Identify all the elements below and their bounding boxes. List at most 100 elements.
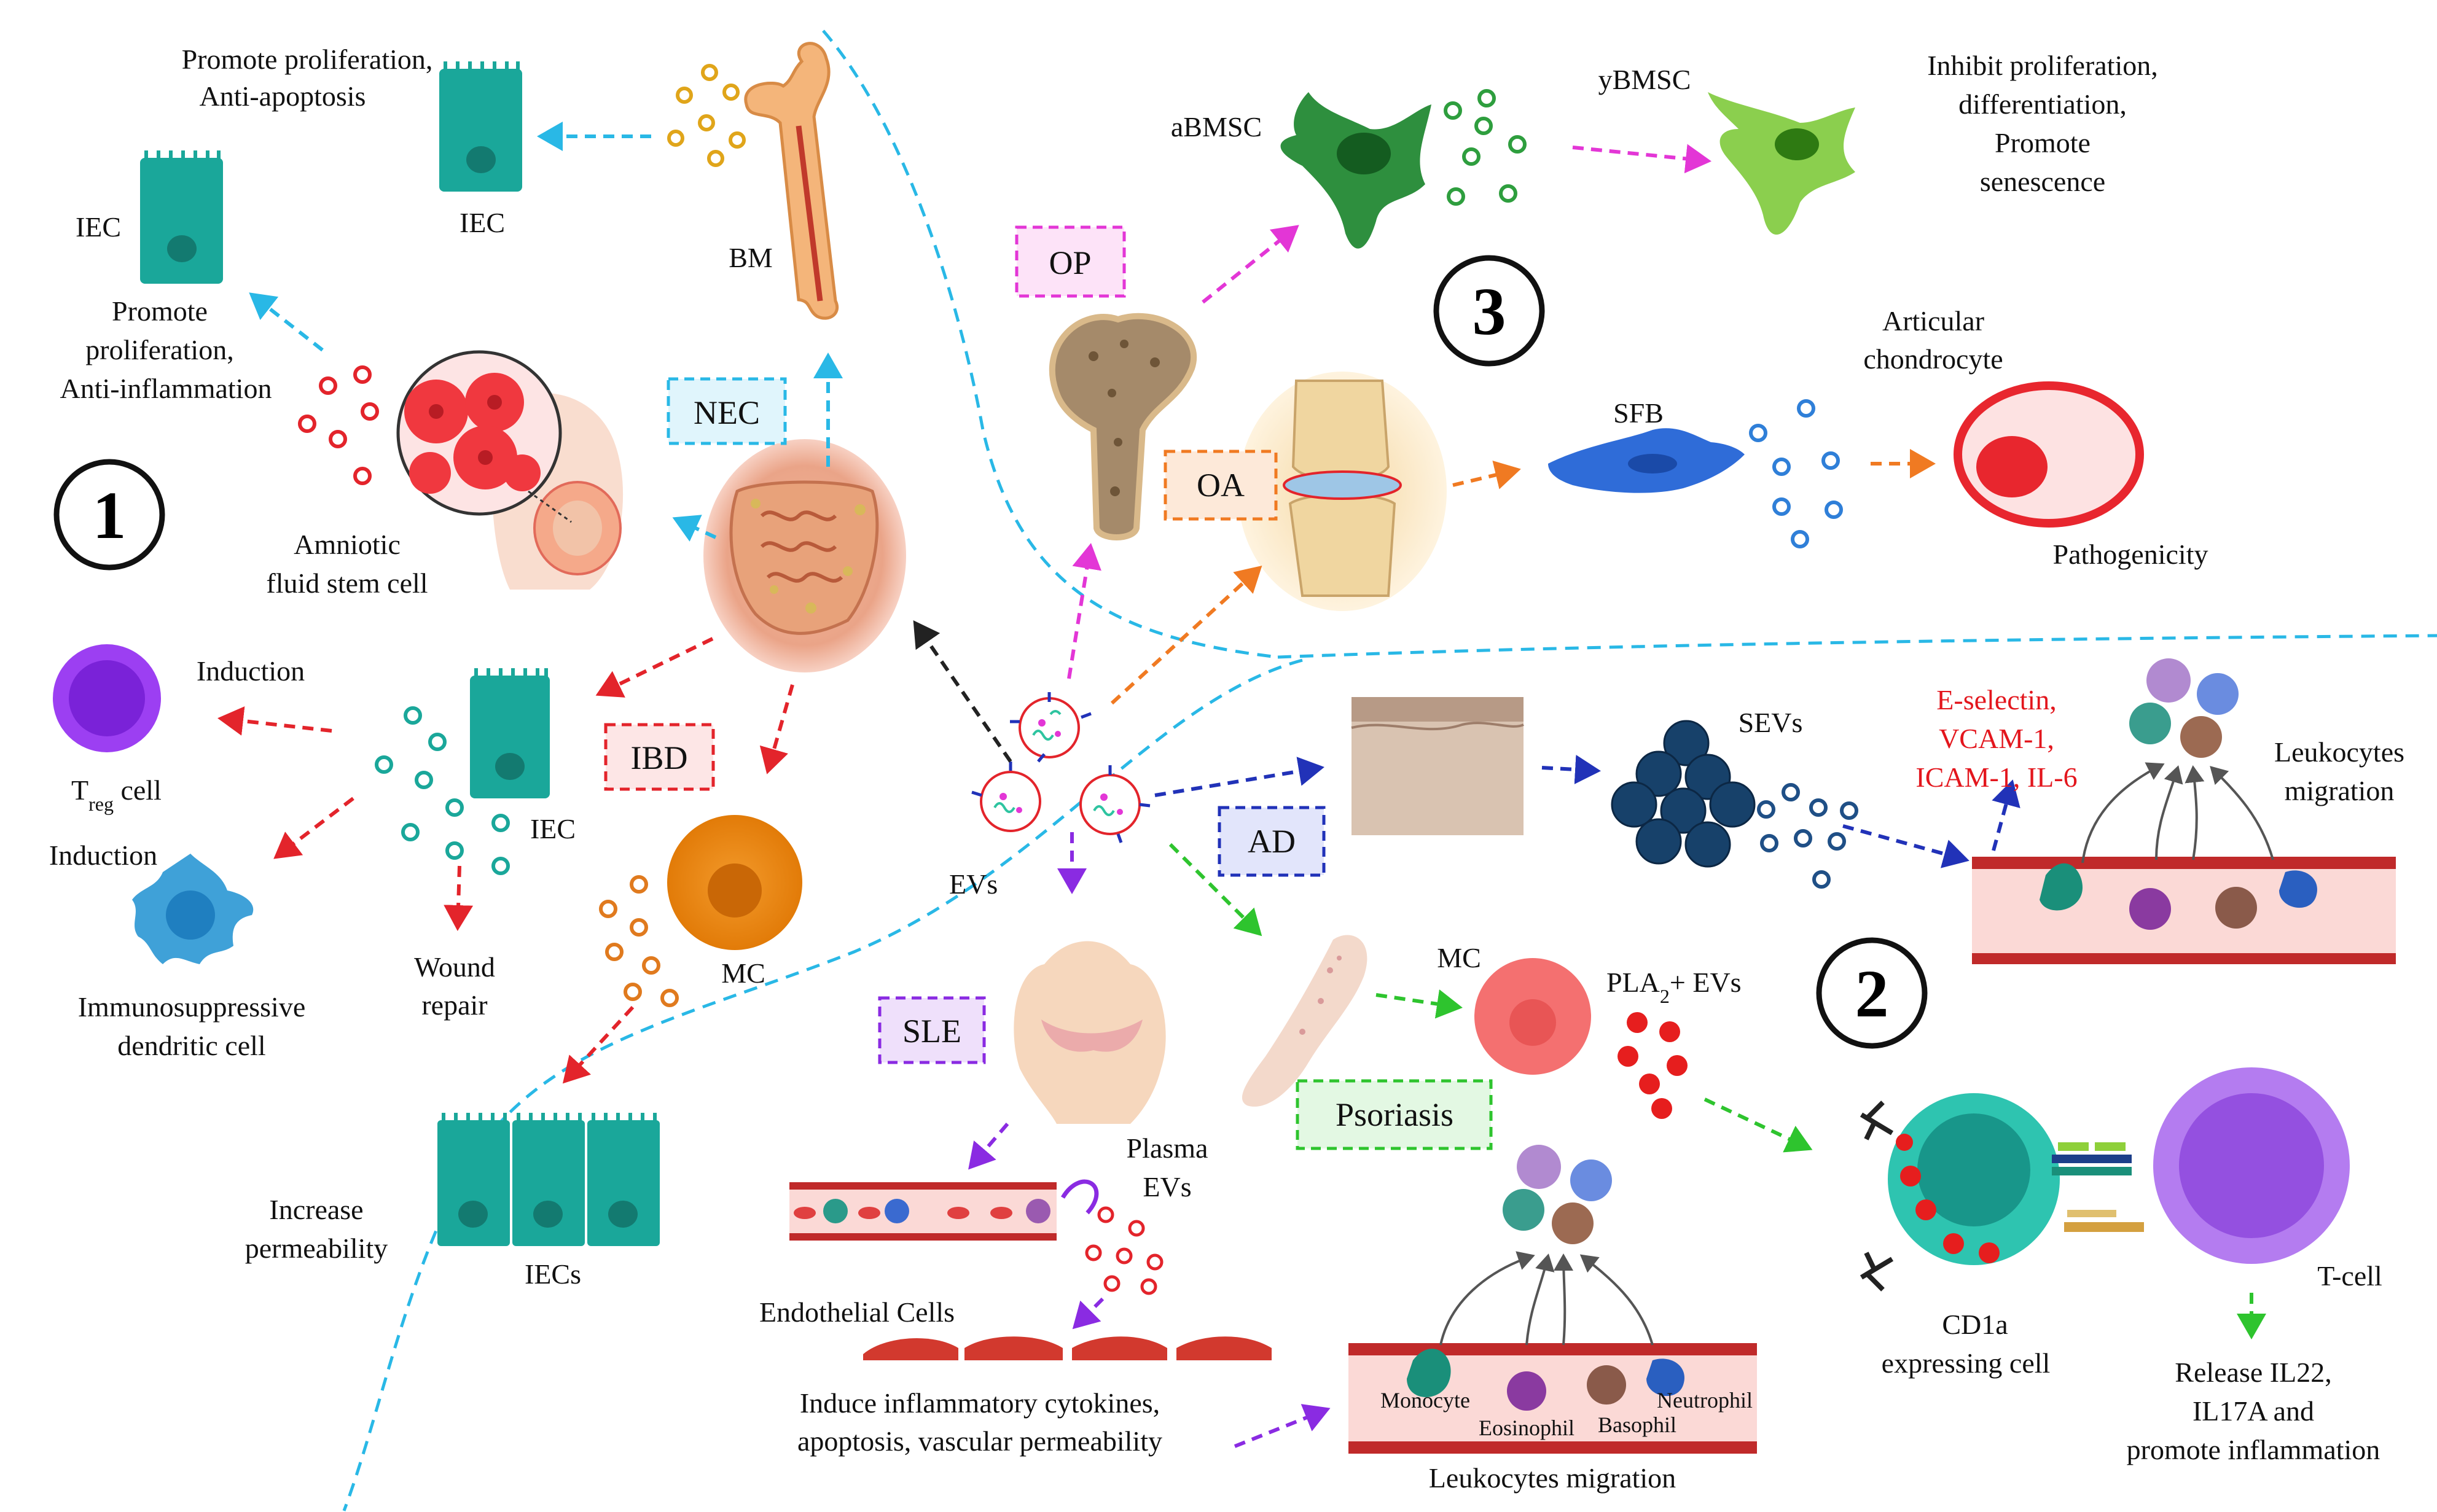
afsc-caption-2: proliferation, <box>85 334 233 365</box>
leukocytes-right-arrows <box>2081 762 2274 863</box>
arrow-evs-to-intestine <box>913 620 1012 763</box>
mc-label-2: MC <box>1437 942 1481 973</box>
plasma-vesicles <box>1085 1206 1164 1295</box>
iec-mid-label: IEC <box>530 813 576 844</box>
femur-icon <box>1049 313 1197 540</box>
arrow-afsc-to-iec <box>249 292 324 352</box>
svg-text:SLE: SLE <box>902 1013 961 1050</box>
blood-vessel-icon <box>1972 857 2396 964</box>
evs-label: EVs <box>949 868 998 900</box>
eosinophil-label: Eosinophil <box>1479 1416 1574 1440</box>
iec-top-label: IEC <box>460 207 505 238</box>
sevs-cluster-icon <box>1611 720 1756 868</box>
cd1a-label-1: CD1a <box>1942 1309 2008 1340</box>
svg-text:Psoriasis: Psoriasis <box>1336 1096 1453 1133</box>
permeability-label-1: Increase <box>269 1194 363 1225</box>
bm-label: BM <box>729 242 773 273</box>
induce-label-2: apoptosis, vascular permeability <box>797 1425 1162 1457</box>
arrow-vessel-to-adhesion <box>1992 779 2020 851</box>
bmsc-icon <box>1280 92 1431 249</box>
knee-joint-icon <box>1238 372 1447 611</box>
arrow-to-treg <box>217 706 332 736</box>
treg-label: Treg cell <box>71 774 162 815</box>
iec-top-caption-1: Promote proliferation, <box>182 44 433 75</box>
arrow-nec-to-afsc <box>672 515 717 542</box>
arrow-evs-to-ad <box>1154 757 1324 797</box>
dc-induction-label: Induction <box>49 840 157 871</box>
intestine-icon <box>703 439 906 672</box>
svg-text:OA: OA <box>1197 467 1245 504</box>
abmsc-vesicles <box>1444 89 1527 206</box>
t-cell-icon <box>2153 1067 2350 1264</box>
bone-marrow-icon <box>744 42 839 320</box>
dendritic-cell-icon <box>132 854 254 964</box>
arrow-abmsc-to-ybmsc <box>1572 144 1711 174</box>
abmsc-label: aBMSC <box>1171 111 1262 142</box>
articular-label-1: Articular <box>1882 305 1984 337</box>
arrow-to-iecs <box>562 1005 635 1084</box>
iecs-label: IECs <box>525 1258 581 1290</box>
curved-arrow <box>1061 1179 1099 1215</box>
release-label-1: Release IL22, <box>2175 1357 2331 1388</box>
section-number-3: 3 <box>1433 255 1545 367</box>
blood-vessel-icon <box>789 1182 1057 1241</box>
svg-text:OP: OP <box>1049 244 1091 281</box>
afsc-label-2: fluid stem cell <box>266 567 428 599</box>
plasma-evs-label-1: Plasma <box>1127 1132 1208 1164</box>
wound-label-2: repair <box>421 989 487 1021</box>
afsc-vesicles <box>298 365 379 485</box>
sfb-label: SFB <box>1613 397 1664 429</box>
release-label-2: IL17A and <box>2193 1395 2314 1427</box>
sle-box: SLE <box>878 996 986 1064</box>
afsc-caption-3: Anti-inflammation <box>60 373 272 404</box>
arrow-to-wound <box>444 865 474 931</box>
bm-vesicles <box>667 64 746 167</box>
fibroblast-icon <box>1548 428 1745 493</box>
arrow-pla2-to-cd1a <box>1704 1097 1813 1153</box>
iec-cell-icon <box>439 61 522 192</box>
treg-induction-label: Induction <box>197 655 305 687</box>
pla2-vesicles <box>1617 1012 1688 1119</box>
arrow-ibd-to-iec <box>595 637 714 698</box>
sfb-vesicles <box>1749 399 1843 548</box>
op-box: OP <box>1015 225 1126 298</box>
svg-text:1: 1 <box>93 478 127 553</box>
plasma-evs-label-2: EVs <box>1143 1171 1191 1202</box>
leukocytes-right-icon <box>2129 658 2239 758</box>
afsc-label-1: Amniotic <box>294 529 401 560</box>
inhibit-label-4: senescence <box>1980 166 2105 197</box>
mc-label: MC <box>721 957 765 989</box>
inhibit-label-3: Promote <box>1995 127 2091 158</box>
dc-label-1: Immunosuppressive <box>78 991 306 1023</box>
inhibit-label-1: Inhibit proliferation, <box>1927 50 2158 81</box>
arrow-evs-to-oa <box>1110 565 1262 705</box>
dc-label-2: dendritic cell <box>117 1030 265 1061</box>
arrow-plasma-to-endothelial <box>1072 1297 1105 1330</box>
sevs-label: SEVs <box>1739 707 1803 738</box>
mc-vesicles <box>599 875 679 1007</box>
release-label-3: promote inflammation <box>2127 1434 2380 1465</box>
mast-cell-icon <box>1474 958 1591 1075</box>
chondrocyte-icon <box>1954 381 2144 528</box>
t-cell-icon <box>53 644 161 752</box>
iec-cell-icon <box>470 668 550 798</box>
sevs-vesicles <box>1757 783 1858 889</box>
receptor-complex-icon <box>2052 1142 2144 1232</box>
pla2-label: PLA2+ EVs <box>1606 967 1742 1007</box>
ad-box: AD <box>1218 806 1326 877</box>
bmsc-icon <box>1708 92 1855 235</box>
oa-box: OA <box>1164 450 1278 521</box>
head-icon <box>1014 941 1166 1124</box>
arrow-evs-to-op <box>1067 543 1101 679</box>
adhesion-label-1: E-selectin, <box>1936 684 2056 715</box>
iecs-icon <box>437 1113 660 1246</box>
induce-label-1: Induce inflammatory cytokines, <box>800 1387 1160 1419</box>
psoriasis-box: Psoriasis <box>1296 1079 1493 1150</box>
svg-text:AD: AD <box>1248 823 1296 860</box>
skin-icon <box>1351 697 1524 835</box>
iec-cell-icon <box>140 150 223 284</box>
endothelial-label: Endothelial Cells <box>759 1296 955 1328</box>
tcell-label: T-cell <box>2317 1260 2382 1292</box>
leukocytes-bottom-icon <box>1503 1145 1612 1244</box>
